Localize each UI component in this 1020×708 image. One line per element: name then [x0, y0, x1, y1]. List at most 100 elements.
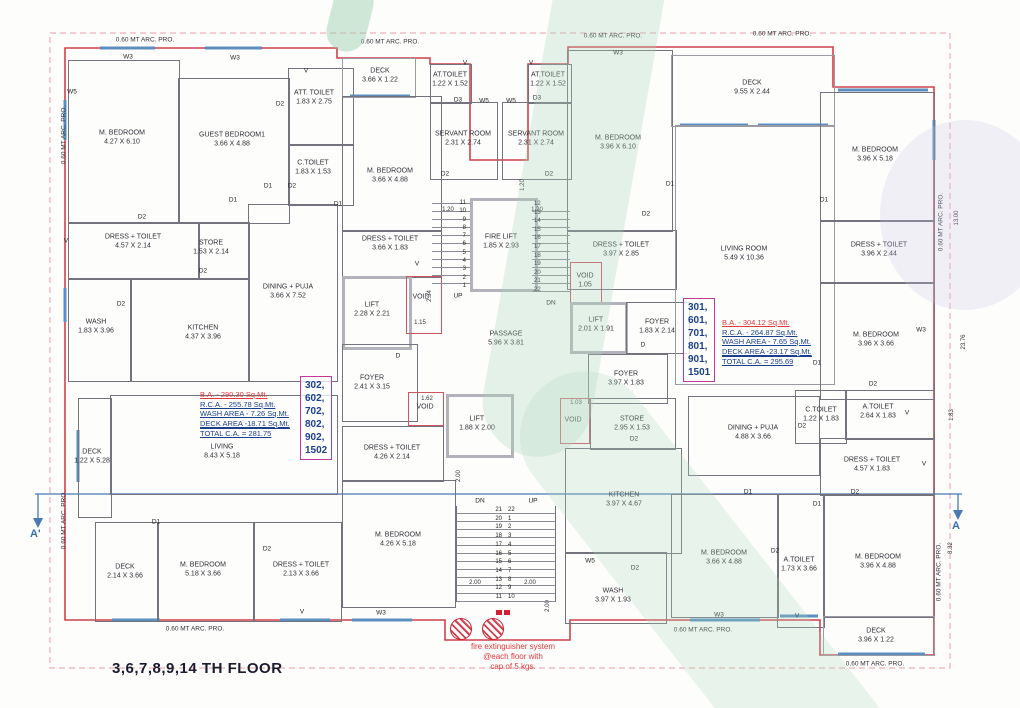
- area-stat-line: DECK AREA -18.71 Sq.Mt.: [200, 418, 290, 428]
- room-box: [342, 96, 442, 232]
- wall-marker-w5: W5: [67, 88, 77, 96]
- wall-marker-d2: D2: [641, 210, 651, 218]
- room-box: [342, 344, 418, 422]
- room-box: [671, 55, 835, 127]
- room-dimensions: 1.22 X 1.52: [432, 80, 468, 87]
- room-dimensions: 1.22 X 5.28: [74, 457, 110, 464]
- room-dimensions: 5.49 X 10.36: [724, 254, 764, 261]
- room-name: DRESS + TOILET: [592, 241, 650, 249]
- wall-marker-w3: W3: [230, 54, 240, 62]
- room-name: DRESS + TOILET: [361, 235, 419, 243]
- room-name: STORE: [199, 239, 223, 247]
- room-name: WASH: [85, 318, 107, 326]
- room-dimensions: 3.96 X 5.18: [857, 155, 893, 162]
- dimension-label: 1.62: [421, 396, 433, 402]
- room-dimensions: 2.14 X 3.66: [107, 572, 143, 579]
- fire-note-line: fire extinguisher system: [470, 642, 556, 651]
- room-label: VOID: [416, 404, 433, 413]
- wall-marker-d2: D2: [630, 564, 640, 572]
- flat-number: 801,: [688, 341, 708, 352]
- room-box: [688, 396, 820, 476]
- room-box: [130, 278, 250, 382]
- room-box: [406, 276, 442, 334]
- room-name: ATT. TOILET: [293, 89, 335, 97]
- fire-point-icon: [504, 610, 510, 615]
- arc-pro-label: 0.60 MT ARC. PRO.: [583, 32, 643, 40]
- room-dimensions: 4.57 X 2.14: [115, 242, 151, 249]
- dimension-label: 1.03: [570, 400, 582, 406]
- wall-marker-w3: W3: [376, 609, 386, 617]
- room-dimensions: 4.37 X 3.96: [185, 333, 221, 340]
- room-box: [588, 354, 668, 404]
- area-stats-right-unit: B.A. - 304.12 Sq.Mt.R.C.A. - 264.87 Sq.M…: [722, 318, 812, 367]
- room-name: PASSAGE: [489, 330, 523, 338]
- wall-marker-d1: D1: [812, 359, 822, 367]
- wall-marker-d2: D2: [275, 100, 285, 108]
- wall-marker-d1: D1: [333, 200, 343, 208]
- wall-marker-d2: D2: [797, 422, 807, 430]
- room-dimensions: 1.83 X 3.96: [78, 327, 114, 334]
- room-box: [565, 552, 667, 624]
- wall-marker-d2: D2: [770, 547, 780, 555]
- room-box: [567, 50, 673, 232]
- room-box: [288, 144, 354, 206]
- room-box: [795, 390, 847, 444]
- room-box: [408, 392, 444, 426]
- wall-marker-d1: D1: [819, 196, 829, 204]
- room-box: [110, 395, 338, 495]
- room-box: [560, 398, 590, 444]
- room-name: M. BEDROOM: [595, 134, 641, 142]
- arc-pro-label: 0.60 MT ARC. PRO.: [673, 626, 733, 634]
- room-name: DECK: [115, 563, 135, 571]
- room-dimensions: 2.31 X 2.74: [518, 139, 554, 146]
- room-name: LIFT: [469, 415, 485, 423]
- room-box: [78, 398, 112, 518]
- wall-marker-v: V: [414, 260, 420, 268]
- fire-extinguisher-note: fire extinguisher system@each floor with…: [428, 642, 598, 672]
- room-dimensions: 3.96 X 1.22: [858, 636, 894, 643]
- room-box: [777, 494, 825, 628]
- room-dimensions: 1.22 X 1.83: [803, 415, 839, 422]
- wall-marker-w3: W3: [123, 53, 133, 61]
- room-name: DINING + PUJA: [262, 283, 314, 291]
- room-name: M. BEDROOM: [852, 146, 898, 154]
- wall-marker-v: V: [299, 608, 305, 616]
- wall-marker-d1: D1: [151, 518, 161, 526]
- area-stat-line: R.C.A. - 264.87 Sq.Mt.: [722, 327, 798, 337]
- room-box: [502, 102, 572, 180]
- room-name: M. BEDROOM: [701, 549, 747, 557]
- wall-marker-up: UP: [528, 497, 538, 505]
- room-box: [590, 398, 676, 450]
- room-name: FOYER: [613, 370, 639, 378]
- flat-number: 902,: [305, 432, 325, 443]
- room-name: M. BEDROOM: [367, 167, 413, 175]
- room-box: [95, 522, 159, 622]
- room-dimensions: 4.88 X 3.66: [735, 433, 771, 440]
- room-name: M. BEDROOM: [375, 531, 421, 539]
- room-dimensions: 3.96 X 3.66: [858, 340, 894, 347]
- wall-marker-v: V: [462, 59, 468, 67]
- stair-numbers: 22 1 2 3 4 5 6 7 8 9 10: [508, 507, 515, 601]
- room-box: [845, 390, 935, 440]
- room-dimensions: 2.28 X 2.21: [354, 310, 390, 317]
- wall-marker-d1: D1: [665, 180, 675, 188]
- room-name: WASH: [602, 587, 624, 595]
- flat-number: 702,: [305, 406, 325, 417]
- section-marker-a: A: [952, 520, 960, 532]
